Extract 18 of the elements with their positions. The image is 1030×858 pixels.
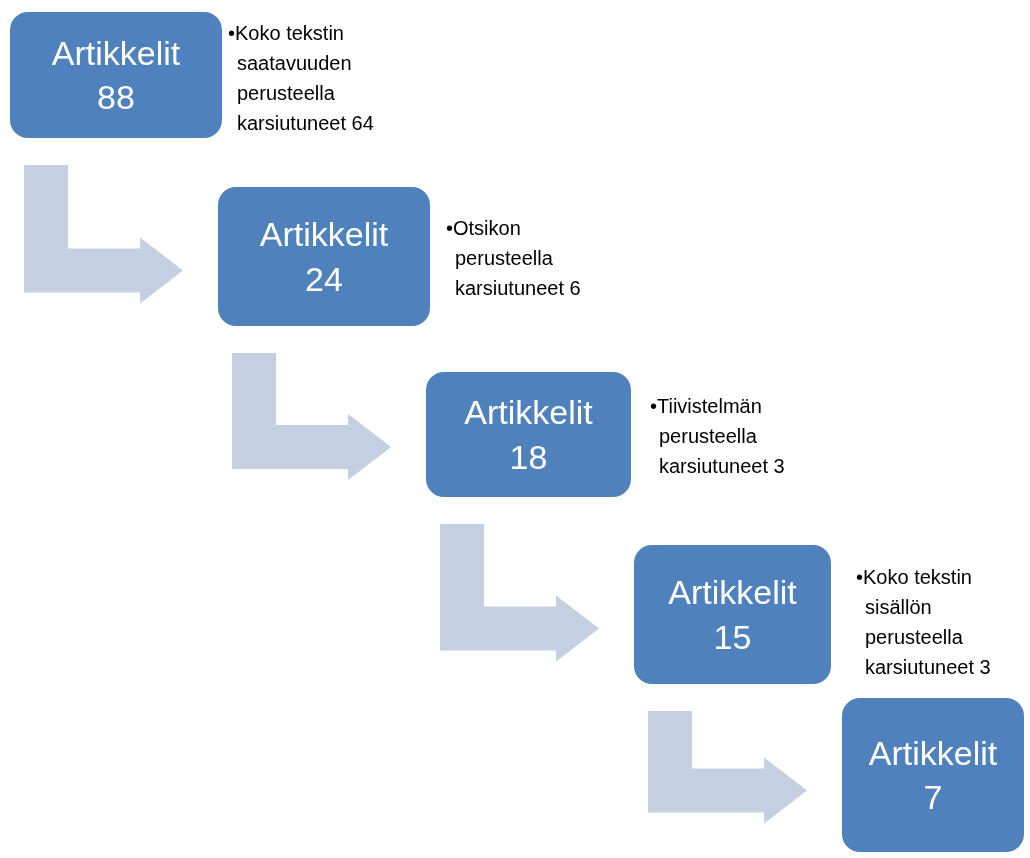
bullet-note: •Tiivistelmän perusteella karsiutuneet 3 — [650, 394, 786, 479]
bent-arrow — [24, 165, 183, 304]
bullet-note: •Otsikon perusteella karsiutuneet 6 — [446, 216, 582, 301]
bullet-note: •Koko tekstin saatavuuden perusteella karsiutuneet 64 — [228, 21, 375, 136]
box-label: Artikkelit 24 — [258, 214, 390, 300]
process-box — [10, 12, 222, 138]
bent-arrow — [648, 711, 807, 824]
box-label: Artikkelit 15 — [667, 572, 798, 658]
bullet-note: •Koko tekstin sisällön perusteella karsiutuneet 3 — [856, 565, 992, 680]
bent-arrow — [232, 353, 391, 480]
process-box — [634, 545, 831, 684]
box-label: Artikkelit 88 — [50, 32, 182, 118]
process-box — [426, 372, 631, 497]
bent-arrow — [440, 524, 599, 662]
box-label: Artikkelit 7 — [867, 732, 999, 818]
process-box — [218, 187, 430, 326]
box-label: Artikkelit 18 — [463, 392, 594, 478]
process-box — [842, 698, 1024, 852]
